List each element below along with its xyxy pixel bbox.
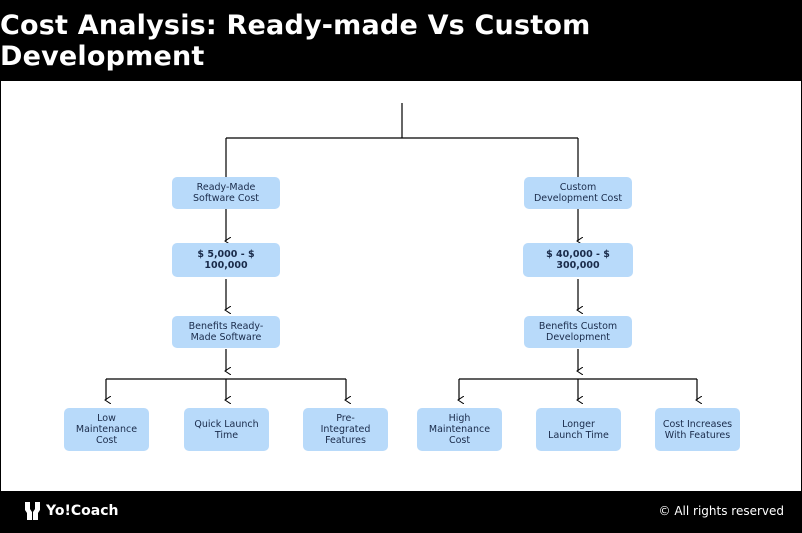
high-maintenance-node: High Maintenance Cost bbox=[417, 408, 502, 451]
custom-dev-benefits-node: Benefits Custom Development bbox=[524, 316, 632, 348]
ready-made-benefits-node: Benefits Ready- Made Software bbox=[172, 316, 280, 348]
custom-dev-cost-node: Custom Development Cost bbox=[524, 177, 632, 209]
connector-lines bbox=[1, 103, 801, 491]
brand-logo[interactable]: Yo!Coach bbox=[24, 500, 118, 522]
quick-launch-node: Quick Launch Time bbox=[184, 408, 269, 451]
longer-launch-node: Longer Launch Time bbox=[536, 408, 621, 451]
footer-bar: Yo!Coach © All rights reserved bbox=[0, 491, 802, 533]
diagram-canvas: Ready-Made Software Cost $ 5,000 - $ 100… bbox=[1, 81, 801, 491]
cost-increases-node: Cost Increases With Features bbox=[655, 408, 740, 451]
header-bar: Cost Analysis: Ready-made Vs Custom Deve… bbox=[0, 0, 802, 81]
ready-made-price-node: $ 5,000 - $ 100,000 bbox=[172, 243, 280, 277]
yocoach-logo-icon bbox=[25, 502, 40, 520]
pre-integrated-node: Pre- Integrated Features bbox=[303, 408, 388, 451]
brand-name: Yo!Coach bbox=[46, 503, 119, 519]
ready-made-cost-node: Ready-Made Software Cost bbox=[172, 177, 280, 209]
custom-dev-price-node: $ 40,000 - $ 300,000 bbox=[523, 243, 633, 277]
page-title: Cost Analysis: Ready-made Vs Custom Deve… bbox=[0, 9, 591, 72]
copyright-text: © All rights reserved bbox=[658, 504, 785, 518]
low-maintenance-node: Low Maintenance Cost bbox=[64, 408, 149, 451]
